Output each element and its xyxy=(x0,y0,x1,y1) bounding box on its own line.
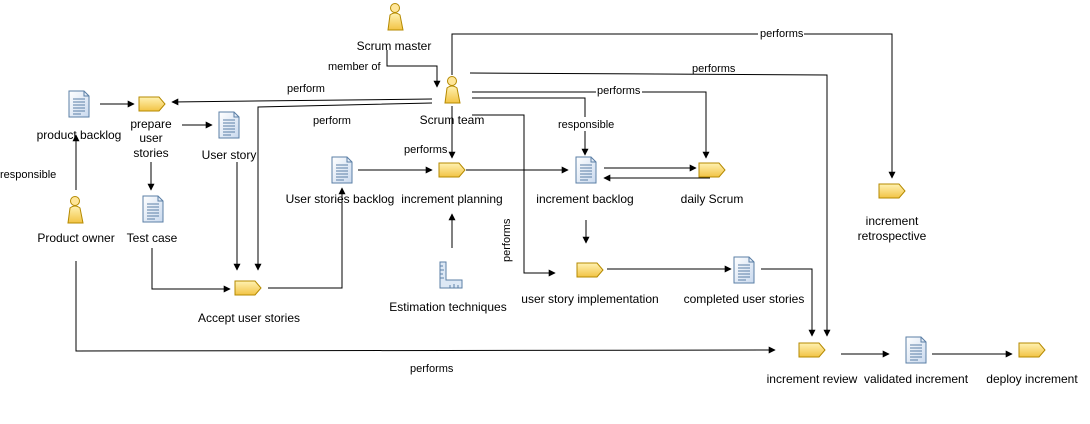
activity-icon xyxy=(234,280,262,296)
edge-team-performs-impl xyxy=(472,114,556,277)
node-accept-user-stories: Accept user stories xyxy=(198,280,300,325)
person-icon xyxy=(67,196,84,224)
document-icon xyxy=(218,111,240,139)
document-icon xyxy=(68,90,90,118)
document-icon xyxy=(733,256,755,284)
node-label-line-2: user xyxy=(139,131,162,145)
node-label: Test case xyxy=(127,231,178,245)
node-label: deploy increment xyxy=(986,372,1078,386)
node-label: Scrum master xyxy=(357,39,432,53)
edge-team-performs-retro xyxy=(451,33,896,179)
edge-testcase-to-accept xyxy=(151,248,231,293)
edges xyxy=(72,33,1013,358)
edge-label-performs-owner-review: performs xyxy=(410,363,454,375)
edge-label-responsible-backlog: responsible xyxy=(558,119,614,131)
node-label: user story implementation xyxy=(521,292,658,306)
node-deploy-increment: deploy increment xyxy=(986,342,1078,386)
edge-team-performs-review xyxy=(469,72,831,337)
edge-label-perform-accept: perform xyxy=(313,115,351,127)
ruler-icon xyxy=(439,261,463,289)
node-label: validated increment xyxy=(864,372,969,386)
node-validated-increment: validated increment xyxy=(864,336,969,386)
edge-label-perform-prepare: perform xyxy=(287,83,325,95)
activity-icon xyxy=(576,262,604,278)
node-user-story: User story xyxy=(202,111,257,162)
edge-team-perform-accept xyxy=(254,102,433,271)
activity-icon xyxy=(438,162,466,178)
node-label: product backlog xyxy=(37,128,122,142)
activity-icon xyxy=(878,183,906,199)
edge-label-performs-retro: performs xyxy=(760,28,804,40)
edge-team-perform-prepare xyxy=(171,98,433,106)
edge-label-performs-impl: performs xyxy=(501,218,513,262)
node-label: Accept user stories xyxy=(198,311,300,325)
node-completed-user-stories: completed user stories xyxy=(684,256,805,306)
document-icon xyxy=(142,195,164,223)
edge-label-performs-daily: performs xyxy=(597,85,641,97)
node-label: daily Scrum xyxy=(681,192,744,206)
node-increment-retrospective: increment retrospective xyxy=(858,183,927,243)
node-estimation-techniques: Estimation techniques xyxy=(389,261,507,314)
activity-icon xyxy=(698,162,726,178)
node-increment-review: increment review xyxy=(767,342,858,386)
document-icon xyxy=(905,336,927,364)
node-label: completed user stories xyxy=(684,292,805,306)
node-label: Scrum team xyxy=(420,113,485,127)
edge-team-responsible-incbacklog xyxy=(472,97,589,156)
edge-label-responsible-owner: responsible xyxy=(0,169,56,181)
edge-accept-to-usbacklog xyxy=(268,187,346,289)
node-label: Product owner xyxy=(37,231,114,245)
activity-icon xyxy=(1018,342,1046,358)
node-scrum-team: Scrum team xyxy=(420,76,485,127)
node-label: User stories backlog xyxy=(286,192,395,206)
node-label-line-2: retrospective xyxy=(858,229,927,243)
node-label-line-1: increment xyxy=(866,214,919,228)
edge-owner-performs-review xyxy=(75,261,776,354)
node-label: increment planning xyxy=(401,192,502,206)
edge-labels: member of perform perform performs perfo… xyxy=(0,28,804,375)
node-label: increment backlog xyxy=(536,192,633,206)
edge-team-performs-daily xyxy=(472,91,710,159)
person-icon xyxy=(387,3,404,31)
node-scrum-master: Scrum master xyxy=(357,3,432,53)
edge-completed-to-review xyxy=(761,268,816,337)
edge-master-member-of-team xyxy=(386,50,441,88)
node-product-backlog: product backlog xyxy=(37,90,122,142)
document-icon xyxy=(575,156,597,184)
node-user-stories-backlog: User stories backlog xyxy=(286,156,395,206)
node-increment-planning: increment planning xyxy=(401,162,503,206)
node-user-story-implementation: user story implementation xyxy=(521,262,659,306)
node-prepare-user-stories: prepare user stories xyxy=(130,96,172,160)
node-label-line-1: prepare xyxy=(130,117,172,131)
node-product-owner: Product owner xyxy=(37,196,115,245)
node-increment-backlog: increment backlog xyxy=(536,156,634,206)
node-label: increment review xyxy=(767,372,858,386)
node-test-case: Test case xyxy=(127,195,178,245)
edge-label-member-of: member of xyxy=(328,61,382,73)
node-label-line-3: stories xyxy=(133,146,168,160)
person-icon xyxy=(444,76,461,104)
node-daily-scrum: daily Scrum xyxy=(681,162,744,206)
activity-icon xyxy=(798,342,826,358)
node-label: Estimation techniques xyxy=(389,300,506,314)
edge-label-performs-review: performs xyxy=(692,63,736,75)
edge-label-performs-planning: performs xyxy=(404,144,448,156)
node-label: User story xyxy=(202,148,257,162)
document-icon xyxy=(331,156,353,184)
activity-icon xyxy=(138,96,166,112)
